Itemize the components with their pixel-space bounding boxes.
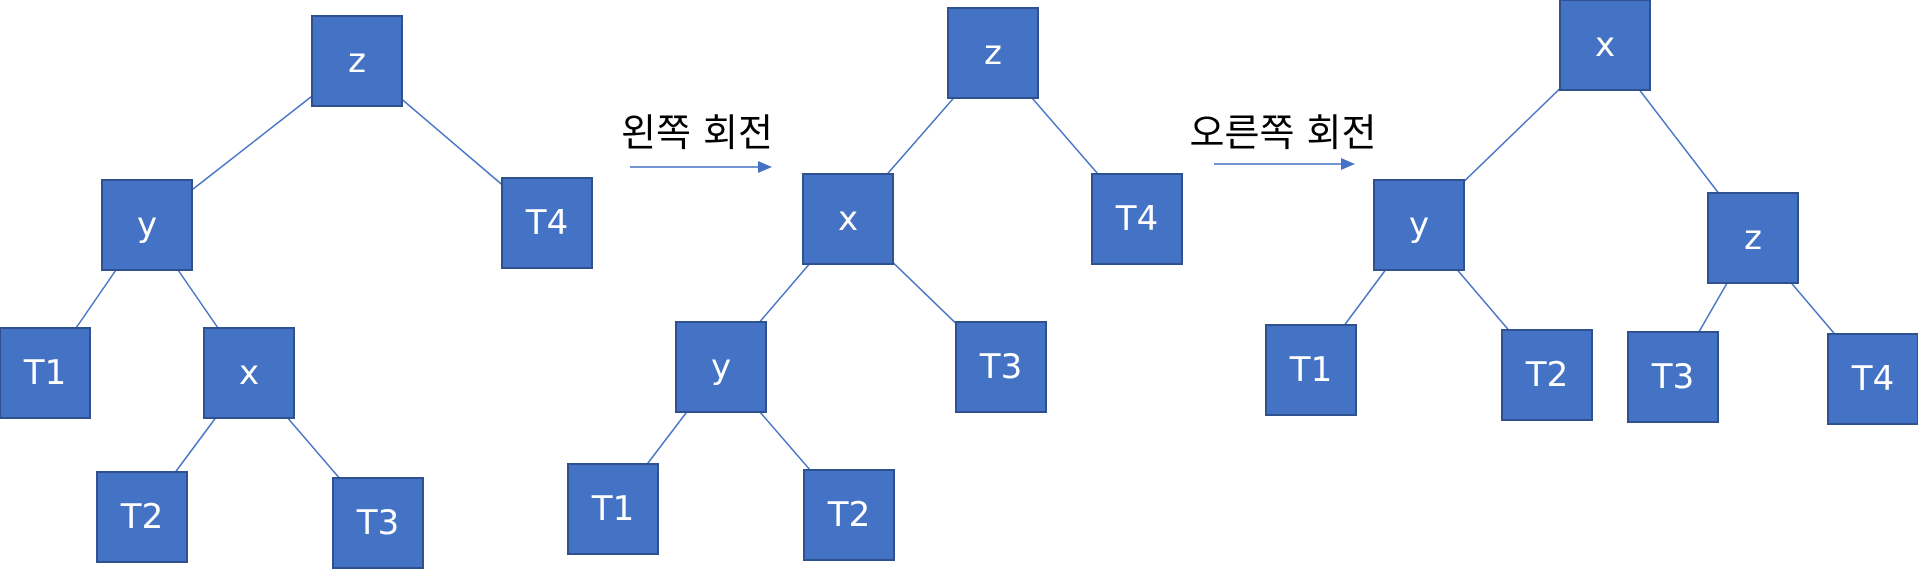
tree2-node-T4-label: T4 <box>1115 199 1158 239</box>
left-rotation-arrow-icon <box>630 161 772 173</box>
tree2-edge-z-T4 <box>1031 97 1099 175</box>
tree1-edge-y-T1 <box>75 269 117 329</box>
tree1-node-y-box <box>101 179 193 271</box>
tree2-node-T3-box <box>955 321 1047 413</box>
tree1-node-T2: T2 <box>96 471 188 563</box>
tree1-edge-z-y <box>191 95 313 191</box>
left-rotation-label: 왼쪽 회전 <box>621 111 773 155</box>
tree3-edge-z-T4 <box>1790 282 1836 335</box>
tree3-node-T3-box <box>1627 331 1719 423</box>
tree1-node-T4-box <box>501 177 593 269</box>
tree2-node-x: x <box>802 173 894 265</box>
tree3-node-z-box <box>1707 192 1799 284</box>
tree1-node-T4: T4 <box>501 177 593 269</box>
left-rotation-operation: 왼쪽 회전 <box>621 111 773 173</box>
tree2-edge-y-T1 <box>646 411 688 465</box>
tree3-node-T4: T4 <box>1827 333 1918 425</box>
tree2-edge-x-y <box>759 263 810 323</box>
tree2-node-T1-box <box>567 463 659 555</box>
tree3-node-T2: T2 <box>1501 329 1593 421</box>
tree2-node-y-box <box>675 321 767 413</box>
tree1-node-T2-label: T2 <box>120 497 163 537</box>
tree1-node-T4-label: T4 <box>525 203 568 243</box>
tree1-edge-z-T4 <box>401 98 503 186</box>
tree3-node-T3: T3 <box>1627 331 1719 423</box>
tree2-node-T1: T1 <box>567 463 659 555</box>
right-rotation-operation: 오른쪽 회전 <box>1190 111 1377 170</box>
tree1-edge-x-T3 <box>287 417 340 479</box>
tree1-node-z: z <box>311 15 403 107</box>
tree3-edge-z-T3 <box>1698 282 1728 333</box>
tree1-node-T3-box <box>332 477 424 569</box>
tree2-edge-y-T2 <box>759 411 811 471</box>
tree2-node-z-box <box>947 7 1039 99</box>
tree2-node-x-label: x <box>838 199 858 239</box>
tree1-node-T1-label: T1 <box>23 353 66 393</box>
tree1-node-y: y <box>101 179 193 271</box>
tree3-node-y: y <box>1373 179 1465 271</box>
tree1-node-T2-box <box>96 471 188 563</box>
tree2-node-T2: T2 <box>803 469 895 561</box>
tree1-node-x-label: x <box>239 353 259 393</box>
tree2-node-T4-box <box>1091 173 1183 265</box>
tree3-node-T3-label: T3 <box>1651 357 1694 397</box>
tree3-node-T4-label: T4 <box>1851 359 1894 399</box>
tree2-node-z-label: z <box>984 33 1002 73</box>
tree3-node-z-label: z <box>1744 218 1762 258</box>
tree1-node-x: x <box>203 327 295 419</box>
tree1-edge-x-T2 <box>174 417 217 473</box>
tree2-node-T2-box <box>803 469 895 561</box>
tree2-node-T2-label: T2 <box>827 495 870 535</box>
tree2-node-T3-label: T3 <box>979 347 1022 387</box>
tree3-edge-x-y <box>1463 88 1561 182</box>
tree3-node-x-label: x <box>1595 25 1615 65</box>
tree3-node-T2-label: T2 <box>1525 355 1568 395</box>
tree3-node-z: z <box>1707 192 1799 284</box>
tree3-node-T4-box <box>1827 333 1918 425</box>
right-rotation-arrow-icon <box>1214 158 1355 170</box>
tree1-node-T1: T1 <box>0 327 91 419</box>
tree1-node-z-label: z <box>348 41 366 81</box>
tree3-node-T2-box <box>1501 329 1593 421</box>
tree3-node-T1-box <box>1265 324 1357 416</box>
tree3-node-T1-label: T1 <box>1289 350 1332 390</box>
tree2-node-y: y <box>675 321 767 413</box>
tree1-node-z-box <box>311 15 403 107</box>
tree3-edge-y-T1 <box>1343 269 1387 326</box>
tree1-node-T3: T3 <box>332 477 424 569</box>
tree2-edge-z-x <box>886 97 955 175</box>
tree2-edge-x-T3 <box>892 261 957 325</box>
tree3-node-x: x <box>1559 0 1651 91</box>
tree3-node-x-box <box>1559 0 1651 91</box>
tree2-node-y-label: y <box>711 347 731 387</box>
tree2-node-T4: T4 <box>1091 173 1183 265</box>
tree2-node-z: z <box>947 7 1039 99</box>
tree3-node-y-box <box>1373 179 1465 271</box>
tree2-node-T3: T3 <box>955 321 1047 413</box>
tree1-edge-y-x <box>177 269 219 329</box>
tree3-edge-x-z <box>1638 89 1720 194</box>
right-rotation-label: 오른쪽 회전 <box>1190 111 1377 155</box>
tree3-edge-y-T2 <box>1456 269 1510 331</box>
tree3-node-y-label: y <box>1409 205 1429 245</box>
tree1-node-T1-box <box>0 327 91 419</box>
tree1-node-x-box <box>203 327 295 419</box>
tree2-node-x-box <box>802 173 894 265</box>
tree1-node-T3-label: T3 <box>356 503 399 543</box>
tree1-node-y-label: y <box>137 205 157 245</box>
tree3-node-T1: T1 <box>1265 324 1357 416</box>
edges-layer <box>75 88 1836 479</box>
tree2-node-T1-label: T1 <box>591 489 634 529</box>
